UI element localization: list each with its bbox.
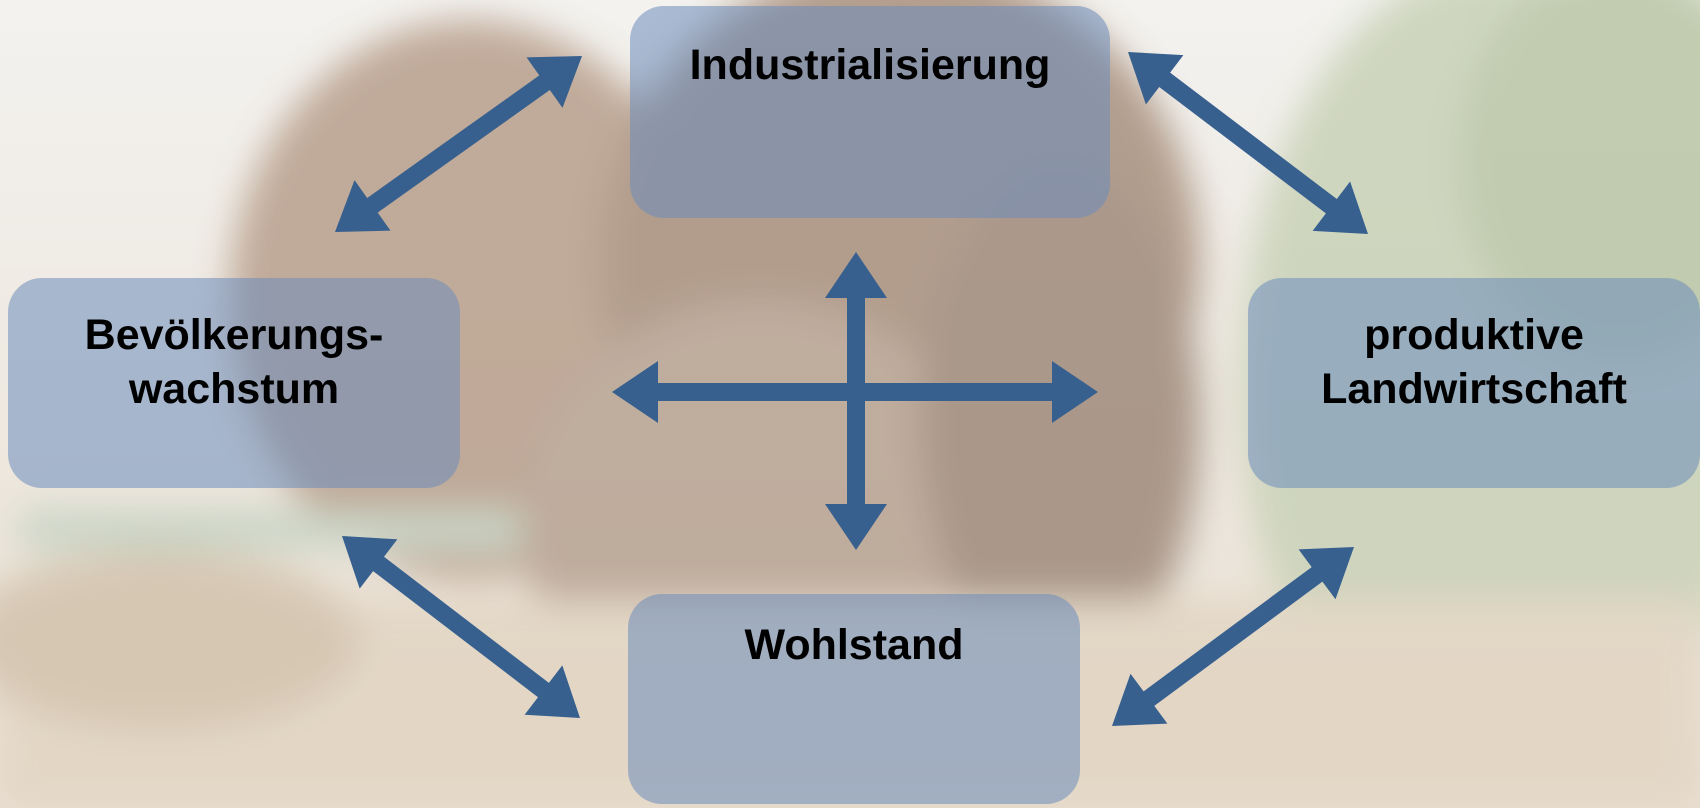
node-label-line: Landwirtschaft <box>1321 365 1627 413</box>
node-industrialisierung: Industrialisierung <box>630 6 1110 218</box>
node-bevoelkerungswachstum: Bevölkerungs- wachstum <box>8 278 460 488</box>
node-label-line: Bevölkerungs- <box>84 311 384 359</box>
node-label-line: wachstum <box>128 365 340 413</box>
node-label-line: produktive <box>1364 311 1584 359</box>
node-wohlstand: Wohlstand <box>628 594 1080 804</box>
node-label-line: Wohlstand <box>744 621 964 669</box>
node-produktive-landwirtschaft: produktive Landwirtschaft <box>1248 278 1700 488</box>
node-label-line: Industrialisierung <box>689 41 1051 89</box>
